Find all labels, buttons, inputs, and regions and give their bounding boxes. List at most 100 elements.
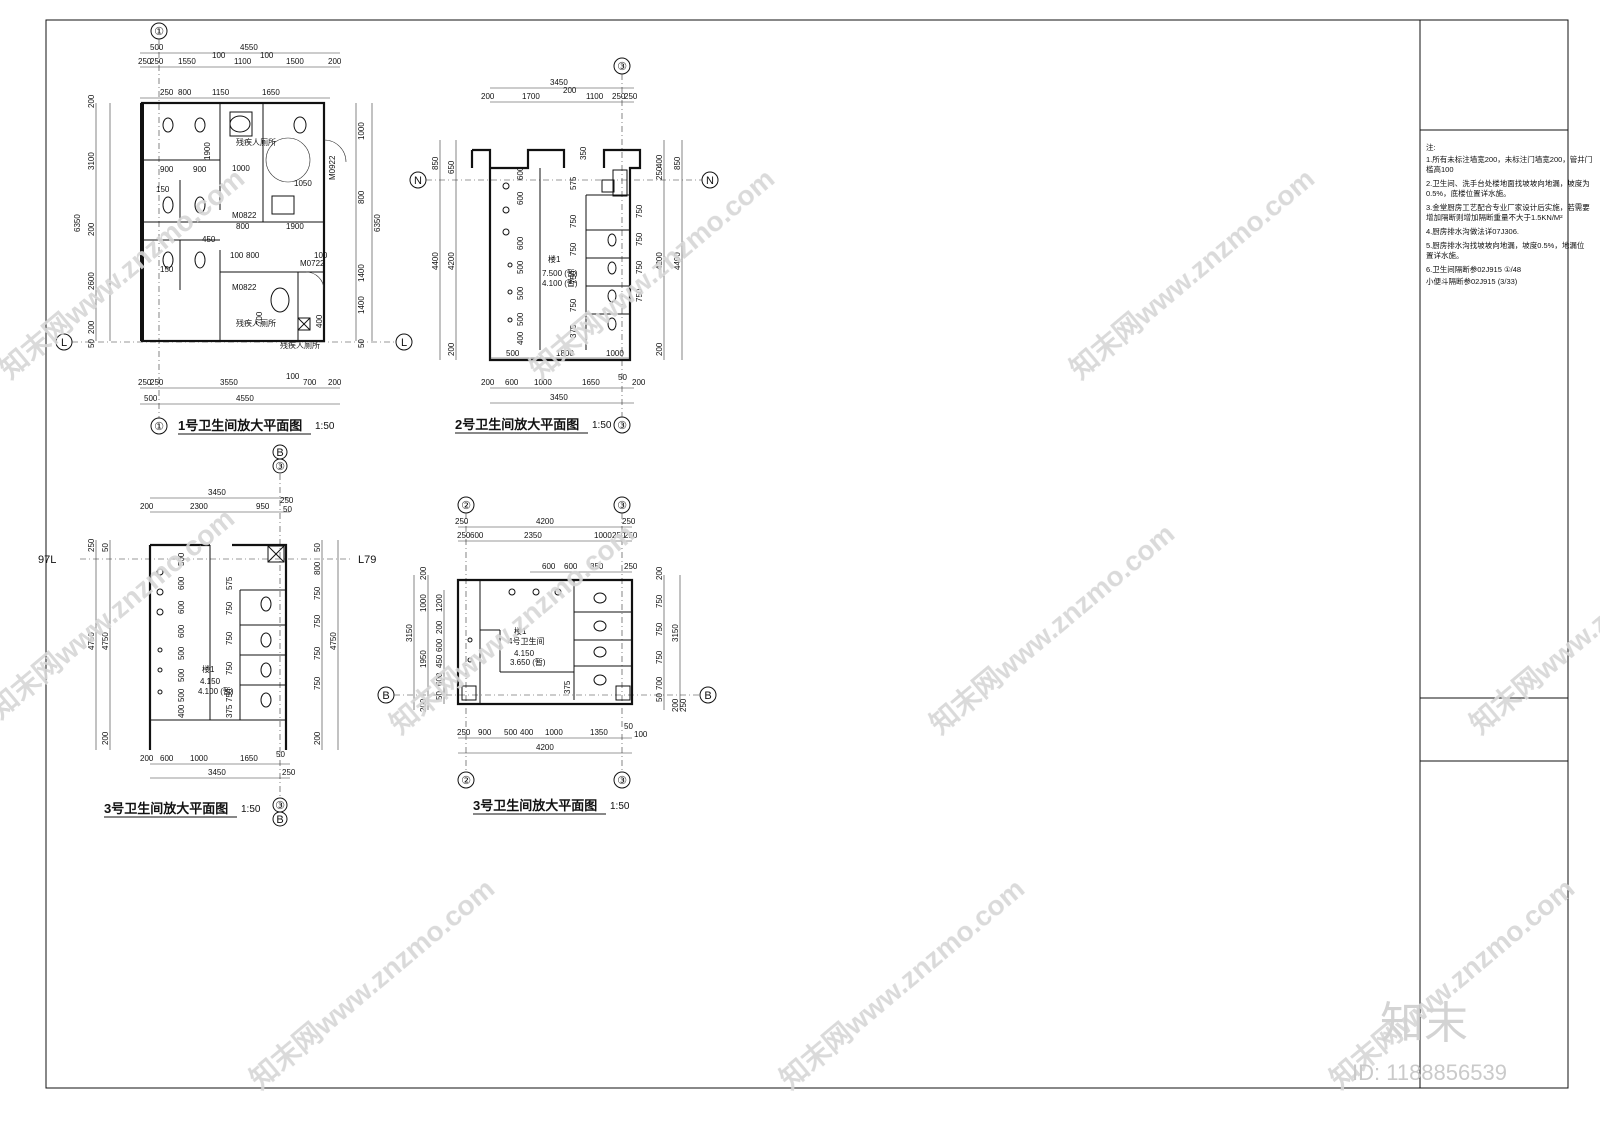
dim: 450 [435,654,444,668]
axis-bubble [395,333,413,351]
dim: 575 [225,576,234,590]
dim: 500 [506,349,520,358]
dim: 6350 [73,214,82,232]
dim: 1000 [190,754,208,763]
dim: 4550 [240,43,258,52]
dim: 1350 [590,728,608,737]
dim: 400 [177,704,186,718]
dim: 1150 [212,88,230,97]
dim: 3450 [550,78,568,87]
dim: 750 [569,298,578,312]
dim: 200 [655,566,664,580]
dim: 200 [328,378,342,387]
axis-label: B [382,690,389,702]
dim: 400 [520,728,534,737]
dim: 500 [504,728,518,737]
dim: 4200 [536,517,554,526]
plan-title: 1号卫生间放大平面图 [178,418,302,433]
dim: 600 [516,236,525,250]
watermark-text: 知末网www.znzmo.com [1463,517,1600,740]
axis-label: ③ [275,800,285,812]
notes-block: 注: 1.所有未标注墙宽200，未标注门墙宽200，管井门 槛高100 2.卫生… [1426,142,1592,286]
elevation: 4.100 (暂) [542,278,578,288]
note-line: 5.厨房排水沟找坡坡向地漏，坡度0.5%，地漏位 [1426,240,1585,250]
dim: 200 [419,698,428,712]
dim: 1700 [522,92,540,101]
dim: 500 [516,286,525,300]
image-id-text: ID: 1188856539 [1352,1060,1507,1085]
watermark-text: 知末网www.znzmo.com [773,872,1030,1095]
dim: 1000 [594,531,612,540]
dim: 750 [313,614,322,628]
dim: 250 [624,92,638,101]
plan-scale: 1:50 [315,421,335,432]
dim: 3150 [405,624,414,642]
dim: 375 [569,324,578,338]
dim: 200 [435,620,444,634]
dim: 500 [177,646,186,660]
plan-1: ① ① L L 500 4550 250 250 1550 100 1100 1… [55,22,413,435]
elevation: 4.100 (暂) [198,686,234,696]
door-tag: M0822 [232,283,257,292]
dim: 750 [635,260,644,274]
dim: 4750 [101,632,110,650]
dim: 4200 [655,252,664,270]
dim: 1000 [545,728,563,737]
elevation: 楼1 [548,254,561,264]
watermark-text: 知末网www.znzmo.com [923,517,1180,740]
dim: 100 [260,51,274,60]
dim: 700 [303,378,317,387]
dim: 250 [655,166,664,180]
dim: 750 [225,688,234,702]
dim: 200 [140,502,154,511]
dim: 1400 [357,264,366,282]
dim: 200 [101,731,110,745]
dim: 2600 [87,272,96,290]
dim: 100 [634,730,648,739]
axis-label: N [414,175,422,187]
dim: 100 [230,251,244,260]
dim: 700 [655,676,664,690]
door-tag: M0922 [328,155,337,180]
dim: 600 [177,624,186,638]
dim: 750 [225,601,234,615]
axis-label: ③ [275,461,285,473]
plan-title: 3号卫生间放大平面图 [473,798,597,813]
dim: 850 [431,156,440,170]
dim: 250 [138,378,152,387]
dim: 150 [160,265,174,274]
sheet-border [45,19,1569,1089]
dim: 1650 [240,754,258,763]
axis-label: 97L [38,554,56,566]
plan-scale: 1:50 [592,420,612,431]
dim: 850 [673,156,682,170]
dim: 750 [655,622,664,636]
axis-label: ③ [617,775,627,787]
dim: 3450 [208,768,226,777]
dim: 950 [256,502,270,511]
dim: 1950 [419,650,428,668]
dim: 250 [280,496,294,505]
dim: 4750 [87,632,96,650]
dim: 400 [655,154,664,168]
note-line: 0.5%，底楼位置详水施。 [1426,188,1511,198]
dim: 1000 [357,122,366,140]
axis-label: ② [461,500,471,512]
dim: 3150 [671,624,680,642]
dim: 3550 [220,378,238,387]
dim: 600 [516,191,525,205]
dim: 500 [516,312,525,326]
axis-label: B [704,690,711,702]
dim: 50 [276,750,285,759]
dim: 750 [225,661,234,675]
dim: 1800 [556,349,574,358]
elevation: 楼1 [514,626,527,636]
dim: 500 [150,43,164,52]
dim: 800 [313,561,322,575]
dim: 50 [313,543,322,552]
dim: 900 [193,165,207,174]
dim: 500 [177,552,186,566]
note-line: 3.金堂厨房工艺配合专业厂家设计后实施，若需要 [1426,202,1590,212]
axis-label: L [61,337,67,349]
